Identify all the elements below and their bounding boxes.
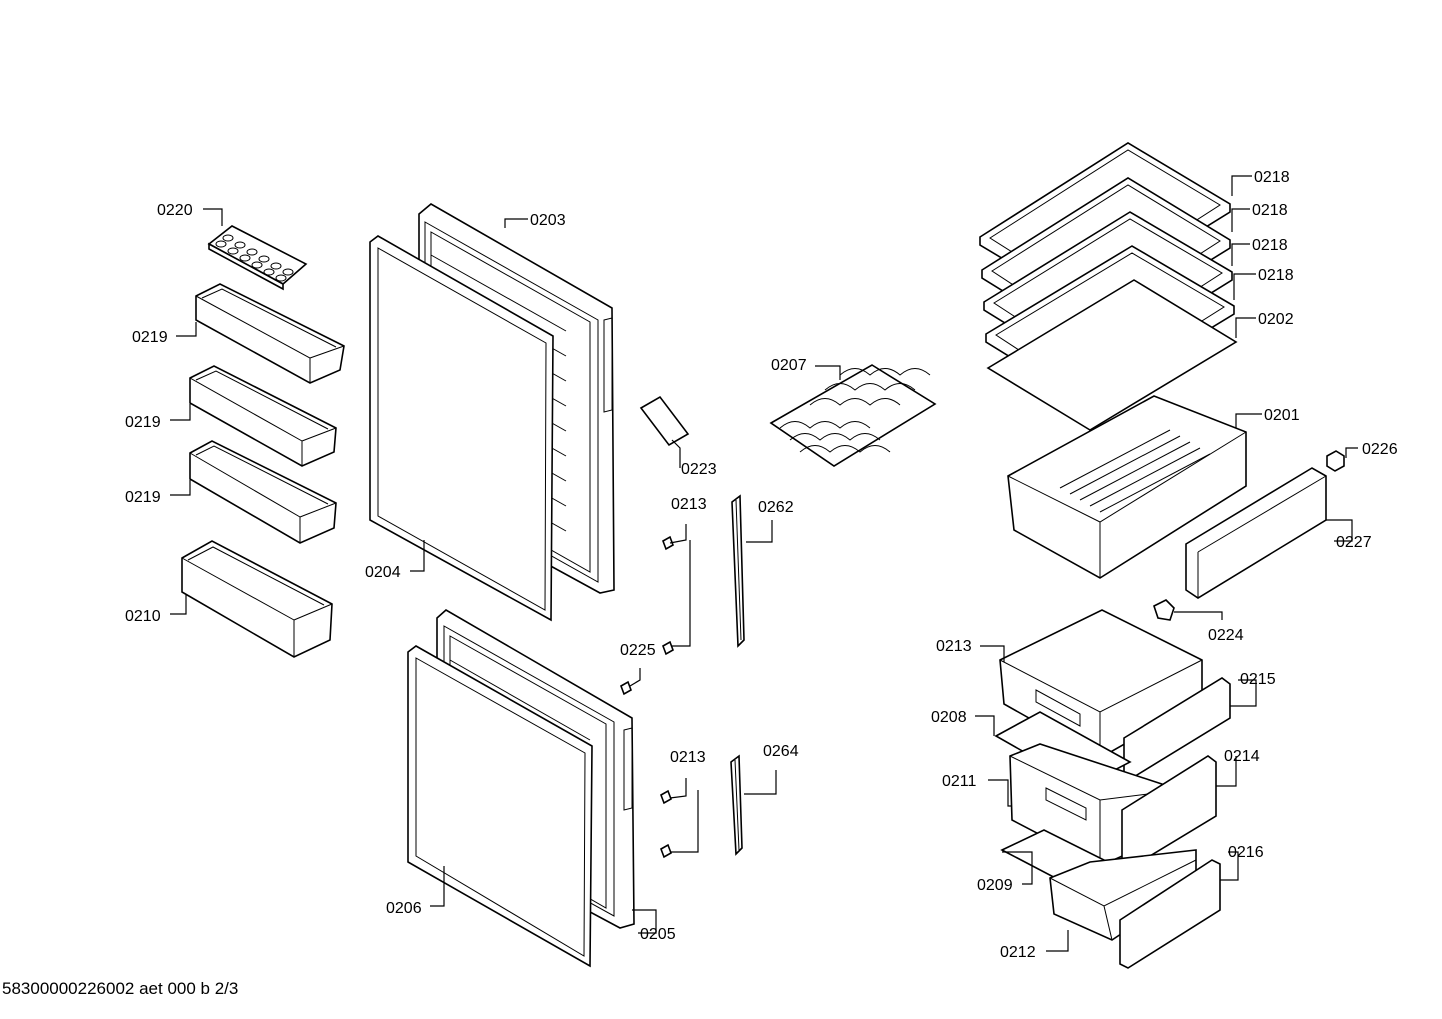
part-0213-screw-upper: [662, 535, 674, 551]
label-0264: 0264: [763, 743, 799, 760]
label-0216: 0216: [1228, 844, 1264, 861]
part-0264-hinge-cover: [730, 754, 743, 856]
part-0207-bottle-rack: [769, 364, 937, 467]
label-0219-a: 0219: [132, 329, 168, 346]
label-0208: 0208: [931, 709, 967, 726]
part-0210-bottle-shelf: [181, 540, 333, 658]
label-0219-c: 0219: [125, 489, 161, 506]
label-0204: 0204: [365, 564, 401, 581]
label-0219-b: 0219: [125, 414, 161, 431]
part-0225-screw-b: [620, 680, 632, 696]
label-0218-c: 0218: [1252, 237, 1288, 254]
part-0219-door-shelf-1: [195, 283, 345, 384]
part-labels: 0220 0219 0219 0219 0210 0203 0204 0206 …: [125, 169, 1398, 961]
part-0201-crisper-drawer: [1007, 395, 1247, 579]
label-0226: 0226: [1362, 441, 1398, 458]
part-0219-door-shelf-2: [189, 365, 337, 467]
part-0262-hinge-cover: [731, 494, 745, 648]
label-0201: 0201: [1264, 407, 1300, 424]
label-0218-a: 0218: [1254, 169, 1290, 186]
leader-lines: [170, 175, 1358, 952]
label-0212: 0212: [1000, 944, 1036, 961]
part-0206-lower-door-gasket: [407, 645, 593, 968]
part-0202-glass-plate: [986, 279, 1238, 431]
label-0210: 0210: [125, 608, 161, 625]
part-0226-clip: [1326, 450, 1345, 472]
part-0213-screw-lower-b: [660, 843, 672, 859]
label-0224: 0224: [1208, 627, 1244, 644]
label-0223: 0223: [681, 461, 717, 478]
label-0211: 0211: [942, 773, 977, 790]
label-0207: 0207: [771, 357, 807, 374]
label-0214: 0214: [1224, 748, 1260, 765]
label-0209: 0209: [977, 877, 1013, 894]
part-0204-upper-door-gasket: [369, 235, 554, 622]
part-0220-egg-tray: [207, 225, 308, 291]
part-0225-screw-a: [662, 640, 674, 656]
label-0218-b: 0218: [1252, 202, 1288, 219]
document-id-footer: 58300000226002 aet 000 b 2/3: [2, 979, 239, 998]
part-0213-screw-lower-a: [660, 789, 672, 805]
label-0202: 0202: [1258, 311, 1294, 328]
label-0215: 0215: [1240, 671, 1276, 688]
label-0213-c: 0213: [936, 638, 972, 655]
label-0205: 0205: [640, 926, 676, 943]
label-0213-b: 0213: [670, 749, 706, 766]
label-0227: 0227: [1336, 534, 1372, 551]
label-0218-d: 0218: [1258, 267, 1294, 284]
label-0220: 0220: [157, 202, 193, 219]
part-0223-plate: [639, 395, 690, 447]
label-0262: 0262: [758, 499, 794, 516]
label-0213-a: 0213: [671, 496, 707, 513]
part-0224-clip: [1153, 599, 1175, 621]
part-0219-door-shelf-3: [189, 440, 337, 544]
label-0203: 0203: [530, 212, 566, 229]
label-0206: 0206: [386, 900, 422, 917]
label-0225: 0225: [620, 642, 656, 659]
part-0216-drawer-front: [1119, 859, 1221, 969]
